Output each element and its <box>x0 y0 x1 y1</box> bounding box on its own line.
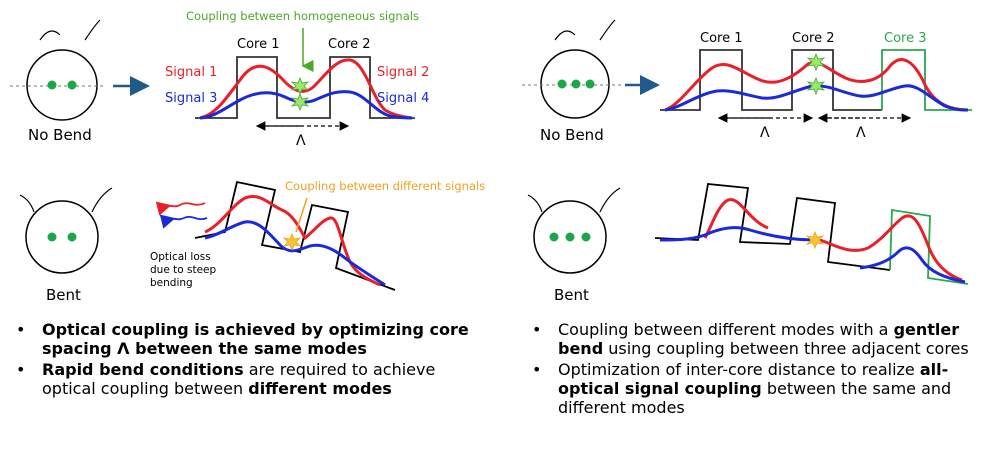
fiber-caption: No Bend <box>540 126 604 144</box>
bullet-text-bold: gentler bend <box>558 320 960 358</box>
fiber-cross-section-bent <box>19 187 113 274</box>
signal-blue-curve <box>204 220 386 287</box>
panel-bottom-right: Bent <box>527 183 969 304</box>
bullets-right: • Coupling between different modes with a… <box>530 320 990 419</box>
signal-red-curve <box>703 198 963 282</box>
different-coupling-annotation: Coupling between different signals <box>285 179 485 193</box>
bullet-marker: • <box>532 360 542 379</box>
annotation-arrow <box>295 197 308 233</box>
fiber-caption: Bent <box>554 286 589 304</box>
bullet-text: between the same and different modes <box>558 379 952 417</box>
bullet-item: • Rapid bend conditions are required to a… <box>14 360 484 398</box>
bullet-marker: • <box>532 320 542 339</box>
core-spacing-label: Λ <box>296 133 306 149</box>
core-dot <box>549 232 559 242</box>
core-label: Core 2 <box>792 31 835 46</box>
different-coupling-burst <box>805 230 825 250</box>
signal-blue-curve <box>664 84 969 112</box>
optical-loss-note: Optical loss due to steep bending <box>150 251 220 289</box>
bullet-text: using coupling between three adjacent co… <box>603 339 969 358</box>
homogeneous-coupling-burst <box>290 92 310 112</box>
core-dot <box>581 232 591 242</box>
bullet-item: • Optical coupling is achieved by optimiz… <box>14 320 484 358</box>
panel-bottom-left: Bent Coupling between different signals … <box>19 179 485 304</box>
core-label: Core 2 <box>328 37 371 52</box>
core-dot <box>565 232 575 242</box>
core-dot <box>47 232 57 242</box>
signal-blue-curve <box>659 226 966 284</box>
radiated-red-loss <box>155 201 206 216</box>
bullet-text-bold: different modes <box>248 379 392 398</box>
bullet-marker: • <box>16 360 26 379</box>
fiber-caption: Bent <box>46 286 81 304</box>
core-label: Core 1 <box>700 31 743 46</box>
homogeneous-coupling-burst <box>806 76 826 96</box>
bullet-marker: • <box>16 320 26 339</box>
core-label: Core 3 <box>884 31 927 46</box>
signal-red-curve <box>199 58 413 120</box>
core-index-profile <box>654 183 891 271</box>
signal-blue-curve <box>199 90 413 120</box>
signal-label: Signal 2 <box>377 65 429 80</box>
core-dot <box>585 79 595 89</box>
bullet-item: • Optimization of inter-core distance to … <box>530 360 990 417</box>
fiber-caption: No Bend <box>28 126 92 144</box>
bullet-text-bold: all-optical signal coupling <box>558 360 949 398</box>
signal-label: Signal 1 <box>165 65 217 80</box>
radiated-blue-loss <box>159 214 208 229</box>
bullet-text: Coupling between different modes with a <box>558 320 894 339</box>
panel-top-right: No Bend Core 1 Core 2 Core 3 Λ Λ <box>522 19 972 144</box>
panel-top-left: No Bend Core 1 Core 2 Coupling between h… <box>10 9 429 149</box>
bullet-text-bold: Optical coupling is achieved by optimizi… <box>42 320 469 358</box>
core-dot <box>67 80 77 90</box>
different-coupling-burst <box>282 232 302 252</box>
core-dot <box>571 79 581 89</box>
homogeneous-coupling-burst <box>806 52 826 72</box>
bullet-text: are required to achieve optical coupling… <box>42 360 436 398</box>
core3-index-profile <box>881 49 972 111</box>
signal-label: Signal 4 <box>377 91 429 106</box>
core-spacing-label: Λ <box>760 125 770 141</box>
core-spacing-label: Λ <box>856 125 866 141</box>
core-dot <box>47 80 57 90</box>
bullets-left: • Optical coupling is achieved by optimiz… <box>14 320 484 400</box>
bullet-text-bold: Rapid bend conditions <box>42 360 244 379</box>
fiber-cross-section-no-bend <box>522 19 622 119</box>
bullet-text: Optimization of inter-core distance to r… <box>558 360 920 379</box>
signal-label: Signal 3 <box>165 91 217 106</box>
bullet-item: • Coupling between different modes with a… <box>530 320 990 358</box>
core-label: Core 1 <box>237 37 280 52</box>
fiber-cross-section-bent <box>527 187 621 274</box>
fiber-cross-section-no-bend <box>10 19 105 121</box>
core-dot <box>67 232 77 242</box>
homogeneous-coupling-annotation: Coupling between homogeneous signals <box>186 9 419 23</box>
core-dot <box>557 79 567 89</box>
